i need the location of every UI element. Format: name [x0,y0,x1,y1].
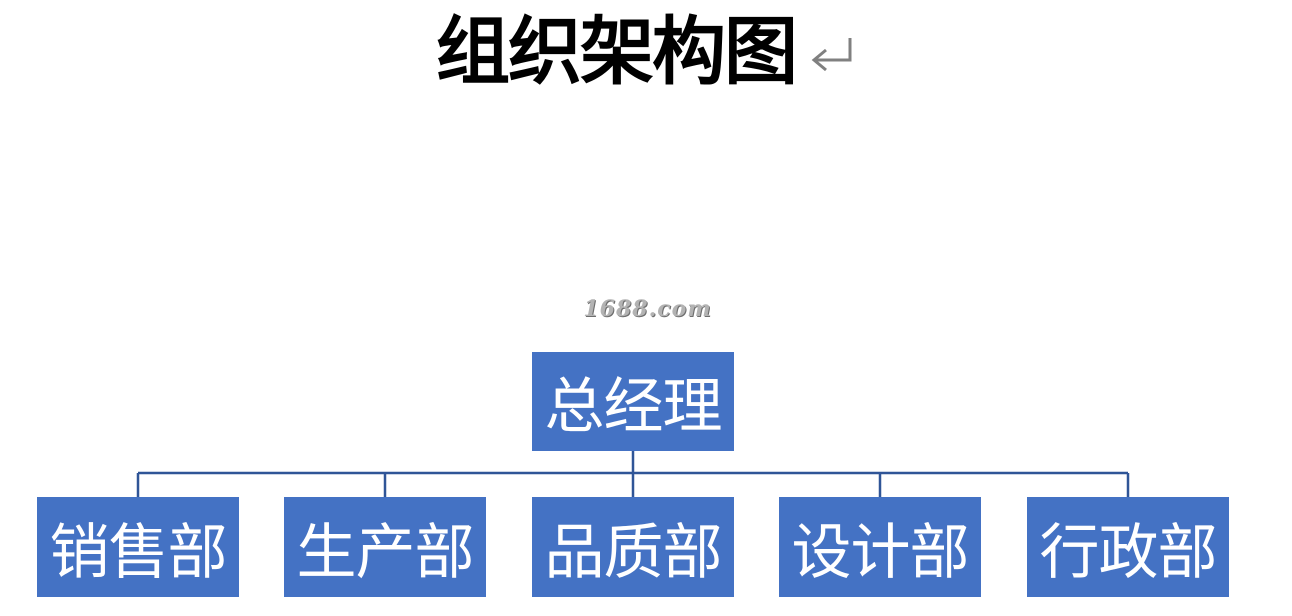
paragraph-mark-icon [811,38,852,72]
node-department-production: 生产部 [284,497,486,597]
node-department-sales: 销售部 [37,497,239,597]
node-department-admin: 行政部 [1027,497,1229,597]
watermark: 1688.com [583,296,712,322]
node-department-design: 设计部 [779,497,981,597]
node-department-quality: 品质部 [532,497,734,597]
page-title: 组织架构图 [436,9,798,95]
node-general-manager: 总经理 [532,352,734,451]
